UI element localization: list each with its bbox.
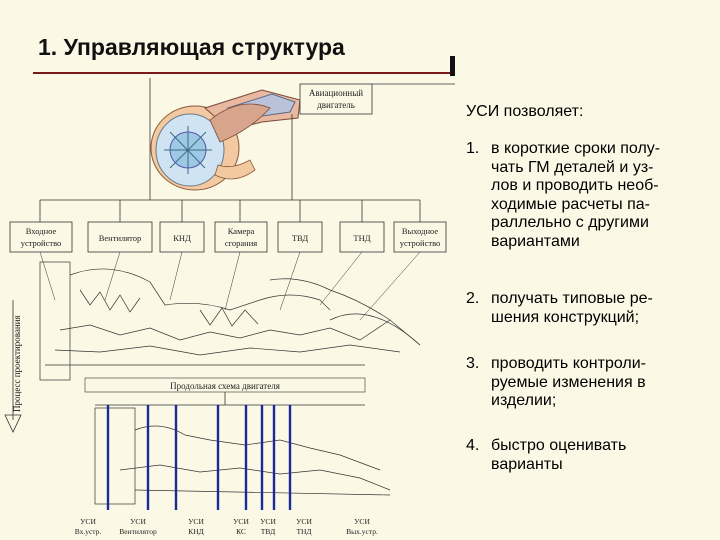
engine-structure-diagram: Авиационный двигатель Входное устройство… [0, 78, 455, 540]
component-inlet-line-2: устройство [21, 238, 62, 248]
bottom-label-1-line-2: Вх.устр. [75, 527, 102, 536]
list-item-line: шения конструкций; [491, 309, 716, 328]
list-item: 2. получать типовые ре- шения конструкци… [466, 290, 716, 327]
component-hpt-label: ТВД [292, 233, 309, 243]
engine-label-line-1: Авиационный [309, 88, 363, 98]
bottom-label-3-line-1: УСИ [188, 517, 204, 526]
list-item: 4. быстро оценивать варианты [466, 437, 716, 474]
list-item-line: раллельно с другими [491, 214, 716, 233]
list-item-line: руемые изменения в [491, 374, 716, 393]
process-arrow: Процесс проектирования [5, 300, 22, 432]
component-lpt-label: ТНД [353, 233, 370, 243]
component-nozzle-line-1: Выходное [402, 226, 439, 236]
panel-intro: УСИ позволяет: [466, 103, 583, 121]
component-inlet-line-1: Входное [26, 226, 57, 236]
list-item-line: чать ГМ деталей и уз- [491, 159, 716, 178]
component-nozzle-line-2: устройство [400, 238, 441, 248]
bottom-label-1-line-1: УСИ [80, 517, 96, 526]
list-item-line: проводить контроли- [491, 355, 716, 374]
bottom-label-5-line-2: ТВД [261, 527, 275, 536]
bottom-label-2-line-2: Вентилятор [119, 527, 157, 536]
process-label: Процесс проектирования [12, 315, 22, 412]
bottom-label-7-line-1: УСИ [354, 517, 370, 526]
title-bar-accent [450, 56, 455, 76]
bottom-label-5-line-1: УСИ [260, 517, 276, 526]
bottom-label-6-line-2: ТНД [296, 527, 311, 536]
component-combustor-line-1: Камера [228, 226, 255, 236]
list-item-line: в короткие сроки полу- [491, 140, 716, 159]
engine-cross-section-drawing [40, 262, 420, 380]
list-item-number: 2. [466, 290, 479, 309]
list-item-line: ходимые расчеты па- [491, 196, 716, 215]
bottom-labels: УСИ Вх.устр. УСИ Вентилятор УСИ КНД УСИ … [75, 517, 378, 536]
component-fan-label: Вентилятор [99, 233, 142, 243]
list-item-line: варианты [491, 456, 716, 475]
list-item: 1. в короткие сроки полу- чать ГМ детале… [466, 140, 716, 251]
bottom-label-4-line-2: КС [236, 527, 246, 536]
list-item-line: быстро оценивать [491, 437, 716, 456]
engine-illustration [151, 90, 300, 190]
list-item-line: вариантами [491, 233, 716, 252]
title-underline [33, 72, 453, 74]
bottom-label-2-line-1: УСИ [130, 517, 146, 526]
engine-label-line-2: двигатель [317, 100, 355, 110]
list-item-number: 1. [466, 140, 479, 159]
bottom-label-3-line-2: КНД [188, 527, 204, 536]
bottom-label-4-line-1: УСИ [233, 517, 249, 526]
list-item-line: изделии; [491, 392, 716, 411]
list-item-number: 3. [466, 355, 479, 374]
longitudinal-label: Продольная схема двигателя [170, 381, 280, 391]
list-item-line: получать типовые ре- [491, 290, 716, 309]
list-item-number: 4. [466, 437, 479, 456]
list-item-line: лов и проводить необ- [491, 177, 716, 196]
slide-title: 1. Управляющая структура [38, 34, 345, 61]
bottom-label-7-line-2: Вых.устр. [346, 527, 378, 536]
component-combustor-line-2: сгорания [225, 238, 257, 248]
component-lpc-label: КНД [173, 233, 191, 243]
bottom-label-6-line-1: УСИ [296, 517, 312, 526]
list-item: 3. проводить контроли- руемые изменения … [466, 355, 716, 411]
section-drawing-2 [95, 408, 390, 504]
